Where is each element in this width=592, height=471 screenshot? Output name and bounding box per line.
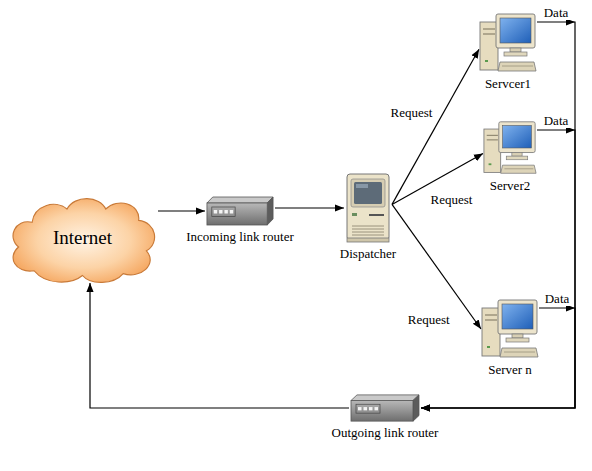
connector-line <box>158 210 205 211</box>
edge-label: Data <box>543 291 572 306</box>
connector <box>421 126 575 408</box>
connector-line <box>421 22 575 408</box>
connector <box>158 211 205 212</box>
computer-icon <box>344 172 392 244</box>
server-icon <box>479 12 537 74</box>
node-label: Servcer1 <box>485 76 531 91</box>
connector-line <box>90 283 349 408</box>
server-icon <box>483 120 537 176</box>
internet-cloud: Internet <box>5 190 160 285</box>
connector-line <box>421 130 575 408</box>
server-node: Servcer1 <box>479 12 537 91</box>
cloud-label: Internet <box>53 227 112 249</box>
incoming-router: Incoming link router <box>186 195 294 244</box>
edge-label: Request <box>429 192 475 207</box>
connector <box>90 283 349 408</box>
dispatcher-computer: Dispatcher <box>340 172 396 261</box>
server-node: Server n <box>481 298 539 377</box>
connector <box>392 204 481 329</box>
connector-line <box>392 49 479 204</box>
connector <box>421 18 575 408</box>
node-label: Server n <box>488 362 532 377</box>
edge-label: Request <box>389 105 435 120</box>
router-icon <box>349 393 421 423</box>
connector-line <box>392 204 481 329</box>
edge-label: Request <box>406 312 452 327</box>
connector <box>392 49 479 204</box>
node-label: Outgoing link router <box>332 425 439 440</box>
connector <box>275 208 344 209</box>
connector-line <box>275 207 344 208</box>
node-label: Dispatcher <box>340 246 396 261</box>
edge-label: Data <box>542 5 571 20</box>
edge-label: Data <box>542 113 571 128</box>
node-label: Incoming link router <box>186 229 294 244</box>
node-label: Server2 <box>490 178 530 193</box>
server-icon <box>481 298 539 360</box>
server-node: Server2 <box>483 120 537 193</box>
router-icon <box>205 195 275 227</box>
outgoing-router: Outgoing link router <box>332 393 439 440</box>
